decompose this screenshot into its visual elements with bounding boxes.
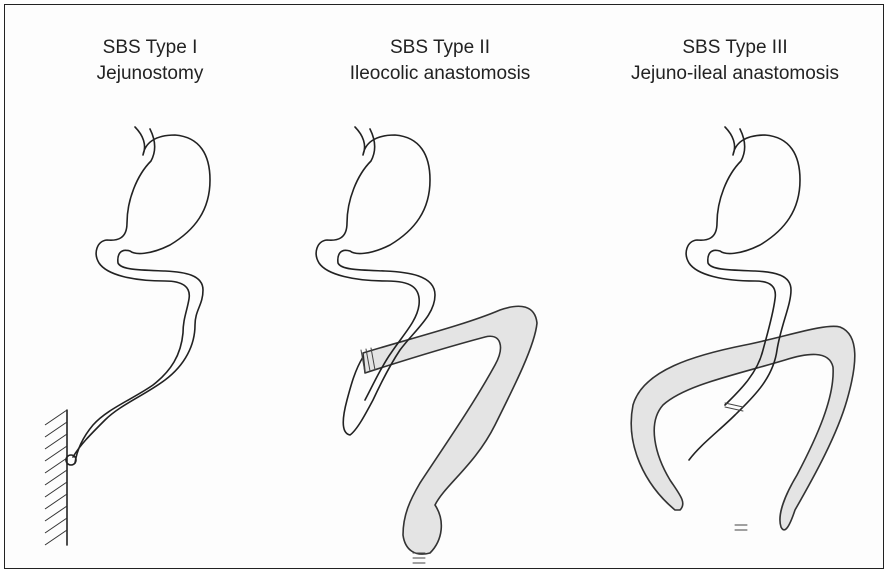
rectal-stump-stitches xyxy=(735,525,747,530)
colon xyxy=(363,306,537,554)
ileocolic-illustration xyxy=(295,5,585,570)
jejuno-ileal-illustration xyxy=(585,5,885,570)
figure-frame: SBS Type I Jejunostomy xyxy=(4,4,884,569)
abdominal-wall xyxy=(45,410,67,545)
panel-type-3: SBS Type III Jejuno-ileal anastomosis xyxy=(585,5,885,568)
jejunostomy-illustration xyxy=(5,5,295,570)
panel-type-2: SBS Type II Ileocolic anastomosis xyxy=(295,5,585,568)
colon xyxy=(631,326,855,530)
stomach xyxy=(689,127,800,460)
panel-type-1: SBS Type I Jejunostomy xyxy=(5,5,295,568)
stomach-inner-wall xyxy=(75,129,189,463)
